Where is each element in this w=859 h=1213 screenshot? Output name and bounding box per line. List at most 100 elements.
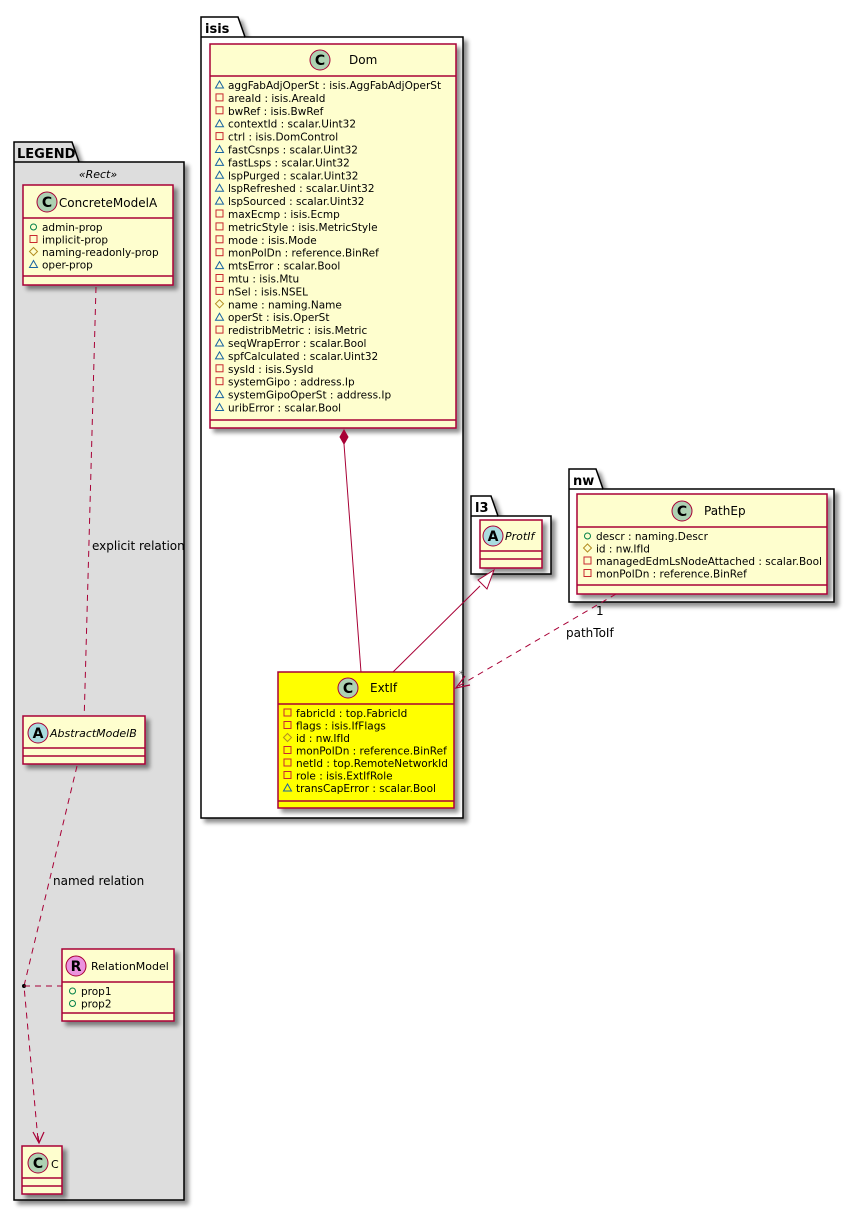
attribute-text: monPolDn : reference.BinRef	[296, 746, 447, 758]
class-name: RelationModel	[91, 960, 169, 973]
visibility-package-icon	[214, 260, 225, 270]
visibility-package-icon	[28, 259, 39, 268]
attribute-row: fastCsnps : scalar.Uint32	[214, 144, 358, 157]
attribute-text: bwRef : isis.BwRef	[228, 106, 324, 118]
attribute-row: operSt : isis.OperSt	[214, 312, 329, 324]
attribute-text: contextId : scalar.Uint32	[228, 119, 356, 131]
attribute-row: lspSourced : scalar.Uint32	[214, 196, 364, 208]
attribute-row: implicit-prop	[29, 235, 108, 247]
attribute-row: mtu : isis.Mtu	[215, 274, 299, 286]
package-l3-label: l3	[475, 501, 489, 516]
visibility-private-icon	[215, 132, 224, 141]
attribute-row: monPolDn : reference.BinRef	[283, 746, 447, 758]
class-concrete-model-a[interactable]: C ConcreteModelA admin-propimplicit-prop…	[22, 184, 174, 286]
visibility-public-icon	[30, 223, 37, 231]
visibility-protected-icon	[582, 543, 593, 553]
attribute-text: lspPurged : scalar.Uint32	[228, 170, 358, 182]
abstract-a-icon-letter: A	[33, 726, 44, 742]
attribute-row: admin-prop	[30, 222, 103, 234]
class-abstract-model-b[interactable]: A AbstractModelB	[22, 715, 146, 765]
attribute-row: contextId : scalar.Uint32	[214, 118, 356, 131]
legend-stereotype: «Rect»	[79, 168, 118, 181]
attribute-row: spfCalculated : scalar.Uint32	[214, 350, 378, 363]
visibility-package-icon	[214, 183, 225, 192]
class-c-icon	[36, 191, 58, 213]
visibility-package-icon	[214, 196, 225, 205]
attribute-text: operSt : isis.OperSt	[228, 312, 329, 324]
visibility-package-icon	[214, 157, 225, 166]
attribute-row: sysId : isis.SysId	[215, 364, 313, 376]
class-c-icon	[671, 500, 693, 522]
visibility-package-icon	[214, 118, 225, 128]
visibility-protected-icon	[28, 246, 39, 257]
visibility-package-icon	[214, 312, 225, 321]
attribute-row: naming-readonly-prop	[28, 246, 159, 259]
attribute-text: descr : naming.Descr	[596, 531, 709, 543]
visibility-private-icon	[215, 235, 224, 244]
visibility-private-icon	[215, 106, 224, 115]
attribute-text: seqWrapError : scalar.Bool	[228, 338, 366, 350]
attribute-list: admin-propimplicit-propnaming-readonly-p…	[28, 222, 159, 272]
package-legend: LEGEND «Rect»	[13, 141, 185, 1201]
attribute-text: fabricId : top.FabricId	[296, 708, 407, 720]
visibility-package-icon	[214, 337, 225, 347]
abstract-a-icon	[482, 525, 504, 547]
attribute-row: redistribMetric : isis.Metric	[215, 325, 367, 337]
attribute-text: transCapError : scalar.Bool	[296, 783, 436, 795]
visibility-private-icon	[215, 325, 224, 334]
attribute-row: monPolDn : reference.BinRef	[583, 569, 747, 581]
attribute-row: bwRef : isis.BwRef	[215, 106, 324, 118]
attribute-row: descr : naming.Descr	[584, 531, 709, 543]
class-protif[interactable]: A ProtIf	[479, 519, 543, 569]
class-c-icon-letter: C	[42, 195, 52, 211]
class-name: ProtIf	[505, 530, 536, 543]
inheritance-triangle	[477, 568, 495, 590]
package-legend-label: LEGEND	[17, 147, 76, 162]
attribute-text: id : nw.IfId	[596, 544, 650, 556]
class-c[interactable]: C C	[21, 1145, 63, 1195]
attribute-text: role : isis.ExtIfRole	[296, 771, 393, 783]
visibility-private-icon	[283, 771, 292, 779]
visibility-private-icon	[283, 721, 292, 729]
class-name: C	[51, 1158, 59, 1171]
attribute-text: admin-prop	[42, 222, 103, 234]
attribute-text: uribError : scalar.Bool	[228, 403, 341, 415]
attribute-row: maxEcmp : isis.Ecmp	[215, 209, 340, 221]
attribute-row: prop2	[69, 999, 112, 1011]
visibility-package-icon	[214, 389, 225, 399]
visibility-package-icon	[282, 782, 293, 792]
visibility-private-icon	[215, 364, 224, 373]
class-name: PathEp	[704, 504, 746, 518]
attribute-row: metricStyle : isis.MetricStyle	[215, 222, 378, 234]
visibility-package-icon	[214, 350, 225, 360]
edge-composition-dom-extif	[339, 428, 362, 673]
attribute-text: prop2	[81, 999, 112, 1011]
attribute-text: areaId : isis.AreaId	[228, 93, 325, 105]
attribute-text: mtu : isis.Mtu	[228, 274, 299, 286]
class-dom[interactable]: C Dom aggFabAdjOperSt : isis.AggFabAdjOp…	[209, 43, 457, 429]
visibility-public-icon	[69, 1000, 76, 1007]
class-name: ConcreteModelA	[59, 196, 158, 210]
visibility-private-icon	[215, 286, 224, 295]
attribute-text: lspSourced : scalar.Uint32	[228, 196, 364, 208]
attribute-text: fastCsnps : scalar.Uint32	[228, 145, 358, 157]
class-name: AbstractModelB	[49, 727, 137, 740]
attribute-row: ctrl : isis.DomControl	[215, 132, 338, 144]
attribute-text: oper-prop	[42, 260, 93, 272]
edge-path-to-if: 1 * pathToIf	[454, 593, 617, 689]
visibility-private-icon	[283, 758, 292, 767]
package-nw-label: nw	[573, 474, 594, 489]
attribute-text: monPolDn : reference.BinRef	[596, 569, 747, 581]
class-c-icon	[309, 49, 331, 71]
visibility-private-icon	[215, 377, 224, 386]
attribute-text: lspRefreshed : scalar.Uint32	[228, 183, 375, 195]
attribute-row: uribError : scalar.Bool	[214, 402, 341, 415]
attribute-text: sysId : isis.SysId	[228, 364, 313, 376]
attribute-row: lspPurged : scalar.Uint32	[214, 170, 358, 182]
visibility-package-icon	[214, 79, 225, 89]
visibility-package-icon	[214, 402, 225, 411]
